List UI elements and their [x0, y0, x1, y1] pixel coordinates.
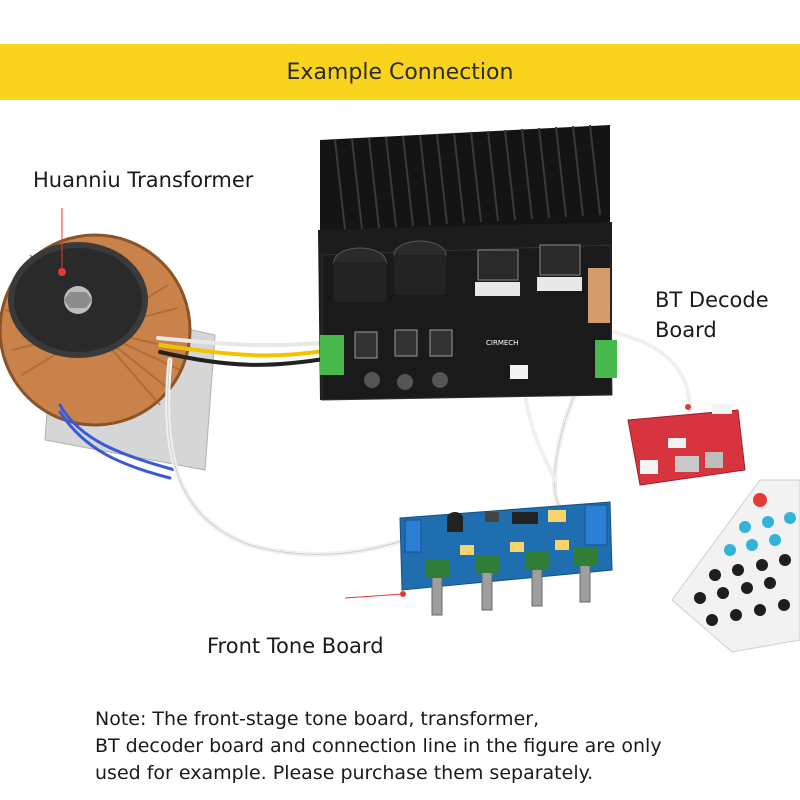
board-brand: CIRMECH: [486, 339, 518, 347]
front-tone-board: [344, 501, 613, 616]
bt-board-label-line2: Board: [655, 318, 717, 342]
banner-title: Example Connection: [286, 59, 514, 85]
bt-decode-board: [627, 404, 746, 486]
amplifier-board: CIRMECH: [318, 124, 617, 401]
bt-board-label-line1: BT Decode: [655, 288, 769, 312]
note-line-1: Note: The front-stage tone board, transf…: [95, 708, 540, 730]
transformer-label: Huanniu Transformer: [33, 168, 254, 192]
tone-board-label: Front Tone Board: [207, 634, 384, 658]
banner: Example Connection: [0, 44, 800, 100]
disclaimer-note: Note: The front-stage tone board, transf…: [95, 706, 662, 787]
wires: [58, 328, 692, 557]
note-line-2: BT decoder board and connection line in …: [95, 735, 662, 757]
ir-remote: [671, 479, 800, 653]
note-line-3: used for example. Please purchase them s…: [95, 762, 594, 784]
toroidal-transformer: [0, 208, 216, 471]
